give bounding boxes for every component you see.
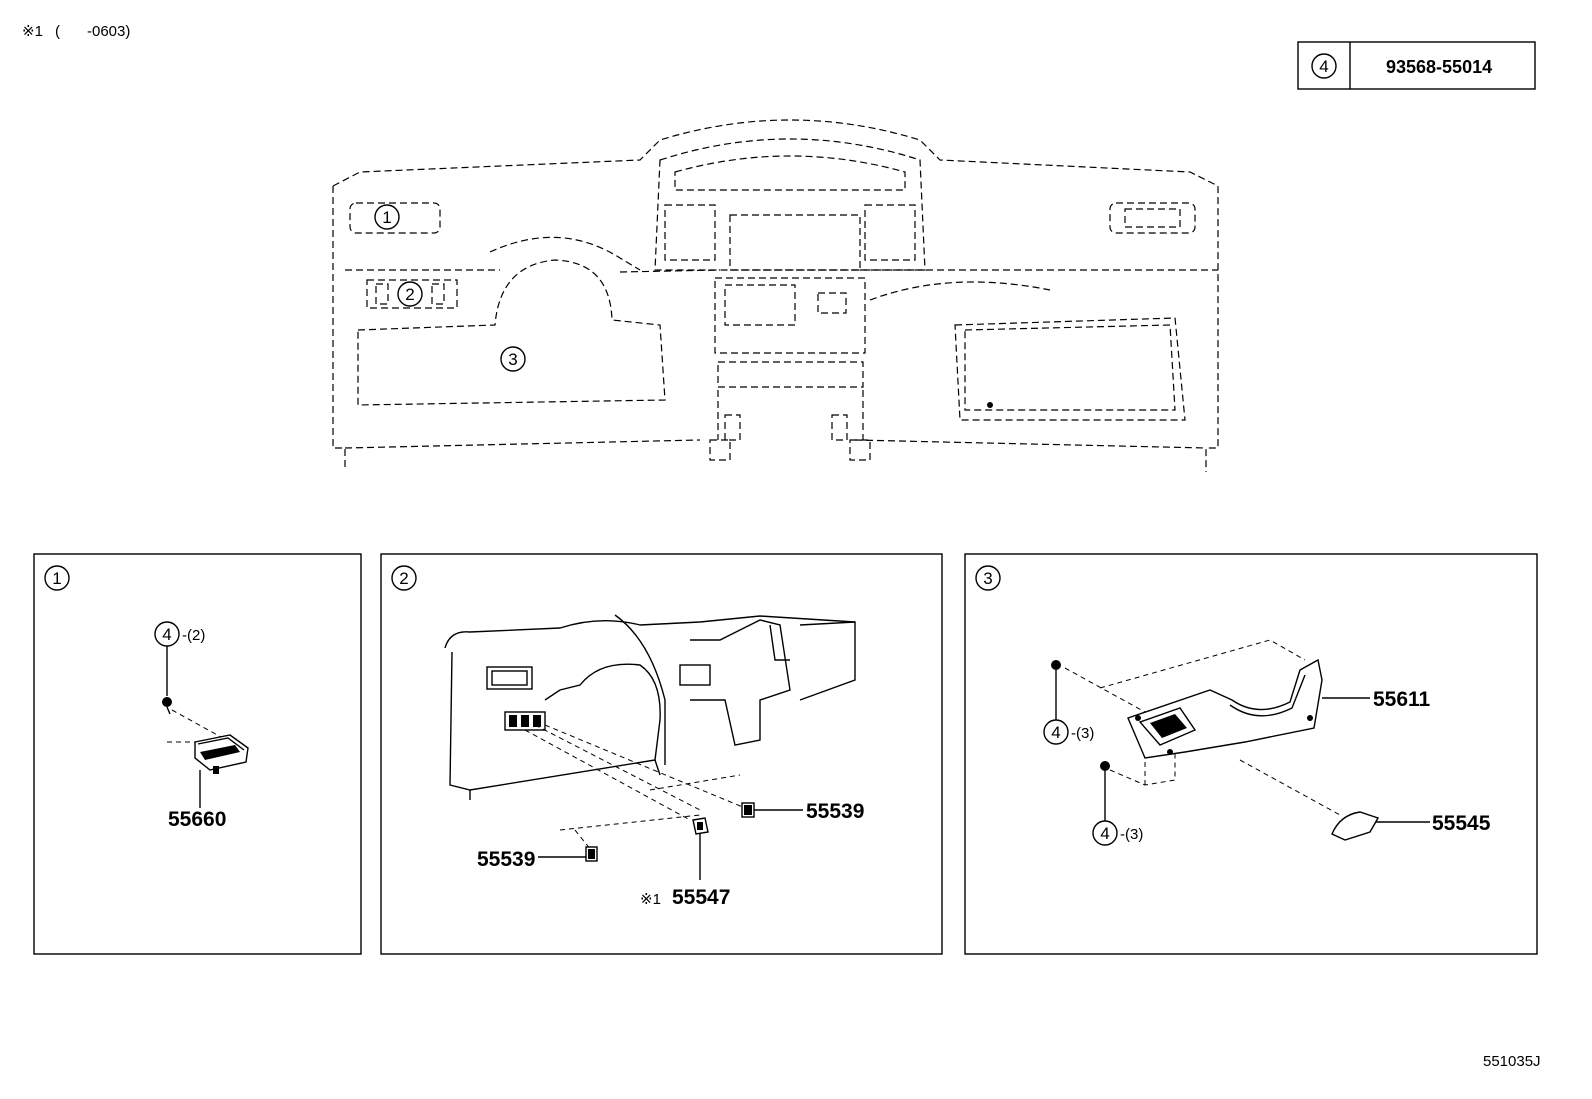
footnote: ※1 ( -0603) xyxy=(22,23,130,40)
overview-callout-3-circle xyxy=(500,346,526,372)
overview-callout-2: 2 xyxy=(405,285,414,304)
panel-2-id: 2 xyxy=(399,569,408,588)
panel-2-part-number-bottom: 55547 xyxy=(672,886,730,909)
footnote-range: -0603) xyxy=(87,23,130,40)
panel-3-part-number-cover: 55611 xyxy=(1373,688,1431,711)
panel-1-part-number: 55660 xyxy=(168,808,226,831)
detail-panel-3: 3 55611 4 -(3) 4 -(3) 5 xyxy=(964,553,1538,955)
panel-1-id-circle xyxy=(44,565,70,591)
screw-icon xyxy=(1100,761,1110,821)
detail-panel-1: 1 4 -(2) 55660 xyxy=(33,553,362,955)
footnote-mark: ※1 xyxy=(22,23,43,40)
legend-ref: 4 xyxy=(1319,57,1328,76)
panel-3-ref-lower: 4 xyxy=(1100,824,1109,843)
panel-3-ref-upper: 4 xyxy=(1051,723,1060,742)
panel-1-ref: 4 xyxy=(162,625,171,644)
panel-3-ref-upper-qty: -(3) xyxy=(1071,725,1094,742)
panel-3-id: 3 xyxy=(983,569,992,588)
overview-callout-3: 3 xyxy=(508,350,517,369)
detail-panel-2: 2 55539 55539 xyxy=(380,553,943,955)
panel-2-id-circle xyxy=(391,565,417,591)
overview-callout-1-circle xyxy=(374,204,400,230)
overview-callout-1: 1 xyxy=(382,208,391,227)
panel-1-ref-qty: -(2) xyxy=(182,627,205,644)
screw-icon xyxy=(1051,660,1061,720)
panel-3-ref-lower-qty: -(3) xyxy=(1120,826,1143,843)
lower-cover-55611-drawing xyxy=(1127,658,1323,759)
panel-3-ref-lower-circle xyxy=(1092,820,1118,846)
panel-1-id: 1 xyxy=(52,569,61,588)
legend-ref-circle xyxy=(1311,53,1337,79)
screw-icon xyxy=(162,697,172,715)
overview-callout-2-circle xyxy=(397,281,423,307)
footnote-paren: ( xyxy=(55,23,60,40)
trim-55545-icon xyxy=(1331,811,1380,841)
panel-3-ref-upper-circle xyxy=(1043,719,1069,745)
panel-2-part-number-right: 55539 xyxy=(806,800,864,823)
legend-box: 4 93568-55014 xyxy=(1297,41,1536,90)
panel-2-part-mark: ※1 xyxy=(640,891,661,908)
clip-55539-right-icon xyxy=(741,802,755,818)
diagram-code: 551035J xyxy=(1483,1053,1541,1070)
lower-dash-panel-drawing xyxy=(444,614,856,800)
cap-55547-icon xyxy=(692,817,709,835)
panel-2-part-number-left: 55539 xyxy=(477,848,535,871)
switch-part-55660-icon xyxy=(194,734,249,774)
dashboard-overview-drawing: 1 2 3 xyxy=(332,119,1219,472)
legend-part-number: 93568-55014 xyxy=(1386,57,1492,77)
clip-55539-left-icon xyxy=(585,846,598,862)
panel-3-part-number-trim: 55545 xyxy=(1432,812,1491,835)
panel-3-id-circle xyxy=(975,565,1001,591)
